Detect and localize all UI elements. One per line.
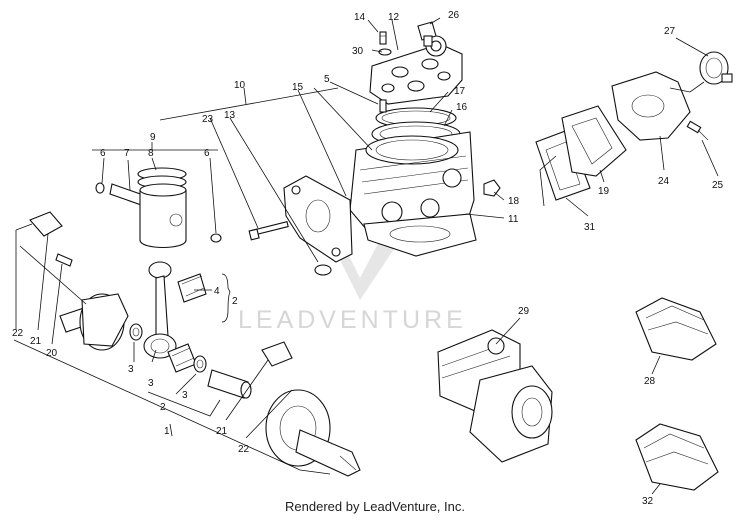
stud-part[interactable] (379, 99, 387, 113)
callout-17[interactable]: 17 (454, 86, 466, 97)
rendered-by-footer: Rendered by LeadVenture, Inc. (285, 499, 465, 514)
crankshaft-right-part[interactable] (265, 389, 361, 477)
exhaust-o-ring-part[interactable] (314, 264, 332, 276)
watermark: LEADVENTURE (238, 306, 467, 334)
callout-14[interactable]: 14 (354, 12, 366, 23)
callout-3[interactable]: 3 (182, 390, 188, 401)
spark-plug-part[interactable] (417, 21, 437, 47)
intake-bolt-part[interactable] (686, 120, 709, 141)
callout-16[interactable]: 16 (456, 102, 468, 113)
callout-8[interactable]: 8 (148, 148, 154, 159)
callout-29[interactable]: 29 (518, 306, 530, 317)
callout-7[interactable]: 7 (124, 148, 130, 159)
leader-lines (13, 17, 719, 495)
callout-1[interactable]: 1 (164, 426, 170, 437)
piston-part[interactable] (139, 183, 187, 248)
thrust-washer-right-part[interactable] (193, 355, 207, 373)
nut-part[interactable] (483, 179, 501, 197)
callout-13[interactable]: 13 (224, 110, 236, 121)
needle-bearing-part[interactable] (177, 273, 207, 303)
circlip-left-part[interactable] (95, 182, 105, 194)
callout-21[interactable]: 21 (216, 426, 228, 437)
thrust-washer-left-part[interactable] (129, 323, 143, 341)
intake-manifold-part[interactable] (611, 71, 691, 141)
callout-20[interactable]: 20 (46, 348, 58, 359)
exhaust-bolt-part[interactable] (248, 221, 289, 241)
callout-22[interactable]: 22 (238, 444, 250, 455)
reed-gasket-part[interactable] (535, 129, 591, 201)
crankshaft-left-part[interactable] (59, 293, 129, 351)
callout-32[interactable]: 32 (642, 496, 654, 507)
callout-5[interactable]: 5 (324, 74, 330, 85)
assembled-engine-part[interactable] (437, 329, 553, 463)
callout-11[interactable]: 11 (508, 214, 519, 225)
callout-18[interactable]: 18 (508, 196, 520, 207)
gasket-set-part[interactable] (635, 423, 719, 491)
callout-2[interactable]: 2 (160, 402, 166, 413)
woodruff-key-right-part[interactable] (261, 341, 293, 367)
bolt-part[interactable] (379, 31, 387, 45)
callout-27[interactable]: 27 (664, 26, 676, 37)
exhaust-flange-part[interactable] (283, 175, 353, 263)
pin-part[interactable] (55, 253, 73, 267)
crank-pin-part[interactable] (207, 369, 252, 399)
woodruff-key-left-part[interactable] (29, 211, 63, 237)
callout-6[interactable]: 6 (100, 148, 106, 159)
cylinder-head-cover-part[interactable] (369, 35, 463, 105)
callout-21[interactable]: 21 (30, 336, 42, 347)
callout-19[interactable]: 19 (598, 186, 610, 197)
callout-30[interactable]: 30 (352, 46, 364, 57)
gasket-kit-part[interactable] (635, 297, 717, 361)
callout-2[interactable]: 2 (232, 296, 238, 307)
callout-3[interactable]: 3 (148, 378, 154, 389)
callout-10[interactable]: 10 (234, 80, 246, 91)
hose-clamp-part[interactable] (699, 51, 733, 85)
circlip-right-part[interactable] (210, 233, 222, 243)
callout-4[interactable]: 4 (214, 286, 220, 297)
base-gasket-part[interactable] (363, 213, 477, 257)
connecting-rod-part[interactable] (143, 261, 177, 359)
callout-labels: 1 2 2 3 3 3 4 5 6 6 7 8 9 10 11 12 13 14… (12, 10, 724, 507)
callout-24[interactable]: 24 (658, 176, 670, 187)
callout-23[interactable]: 23 (202, 114, 214, 125)
callout-6[interactable]: 6 (204, 148, 210, 159)
callout-22[interactable]: 22 (12, 328, 24, 339)
callout-26[interactable]: 26 (448, 10, 460, 21)
callout-9[interactable]: 9 (150, 132, 156, 143)
callout-28[interactable]: 28 (644, 376, 656, 387)
callout-31[interactable]: 31 (584, 222, 596, 233)
callout-25[interactable]: 25 (712, 180, 724, 191)
callout-12[interactable]: 12 (388, 12, 400, 23)
callout-15[interactable]: 15 (292, 82, 304, 93)
callout-3[interactable]: 3 (128, 364, 134, 375)
washer-part[interactable] (378, 48, 392, 56)
reed-valve-part[interactable] (561, 105, 627, 177)
